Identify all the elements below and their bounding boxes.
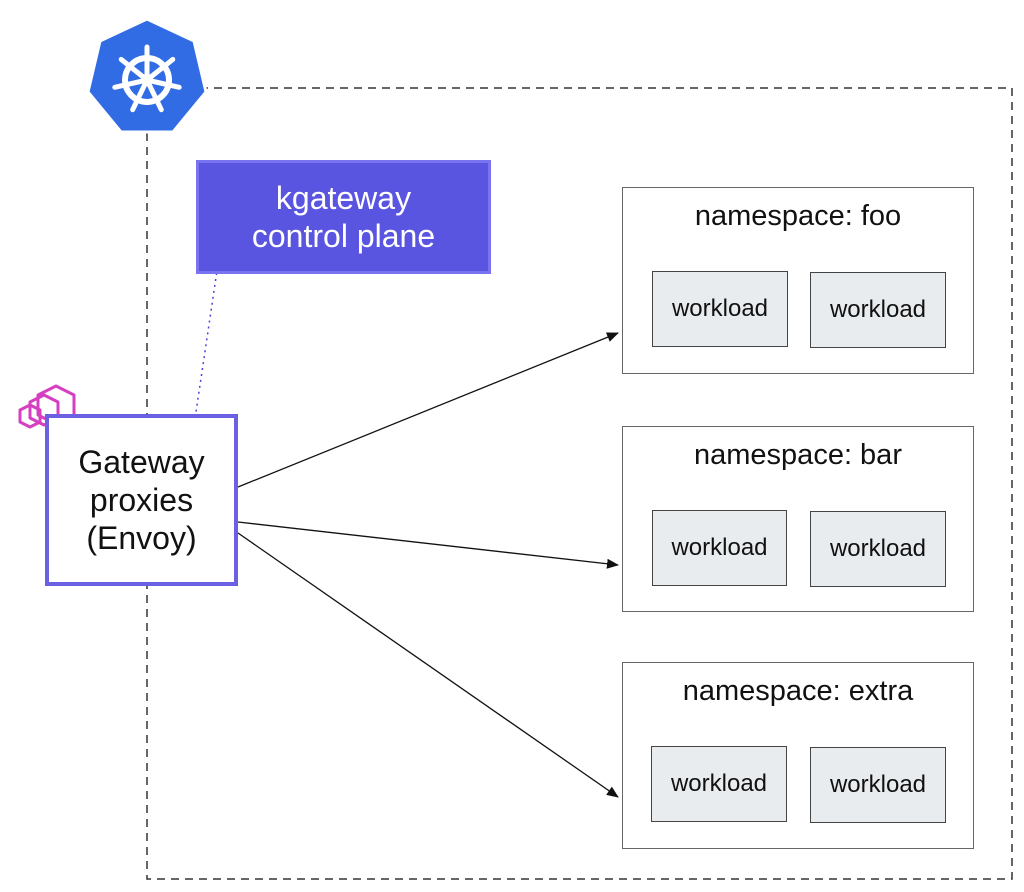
control-plane-box: kgateway control plane — [196, 160, 491, 274]
workload-label: workload — [829, 771, 927, 798]
namespace-extra-box: namespace: extra workload workload — [622, 662, 974, 849]
workload-label: workload — [671, 295, 769, 322]
workload-label: workload — [829, 535, 927, 562]
workload-box: workload — [810, 511, 946, 587]
gateway-proxies-label: Gateway proxies (Envoy) — [78, 444, 205, 556]
workload-box: workload — [652, 510, 787, 586]
workload-box: workload — [810, 272, 946, 348]
workload-box: workload — [651, 746, 787, 822]
namespace-foo-box: namespace: foo workload workload — [622, 187, 974, 374]
arrow-to-extra — [237, 532, 619, 798]
namespace-bar-box: namespace: bar workload workload — [622, 426, 974, 612]
workload-box: workload — [810, 747, 946, 823]
workload-label: workload — [829, 296, 927, 323]
namespace-extra-title: namespace: extra — [682, 675, 914, 707]
arrow-to-foo — [237, 332, 619, 488]
workload-label: workload — [670, 770, 768, 797]
control-plane-label: kgateway control plane — [251, 180, 436, 254]
workload-label: workload — [671, 534, 768, 561]
namespace-foo-title: namespace: foo — [694, 200, 902, 232]
kubernetes-helm-icon — [86, 17, 208, 134]
gateway-proxies-box: Gateway proxies (Envoy) — [45, 414, 238, 586]
workload-box: workload — [652, 271, 788, 347]
namespace-bar-title: namespace: bar — [694, 439, 902, 471]
arrow-to-bar — [237, 521, 619, 569]
